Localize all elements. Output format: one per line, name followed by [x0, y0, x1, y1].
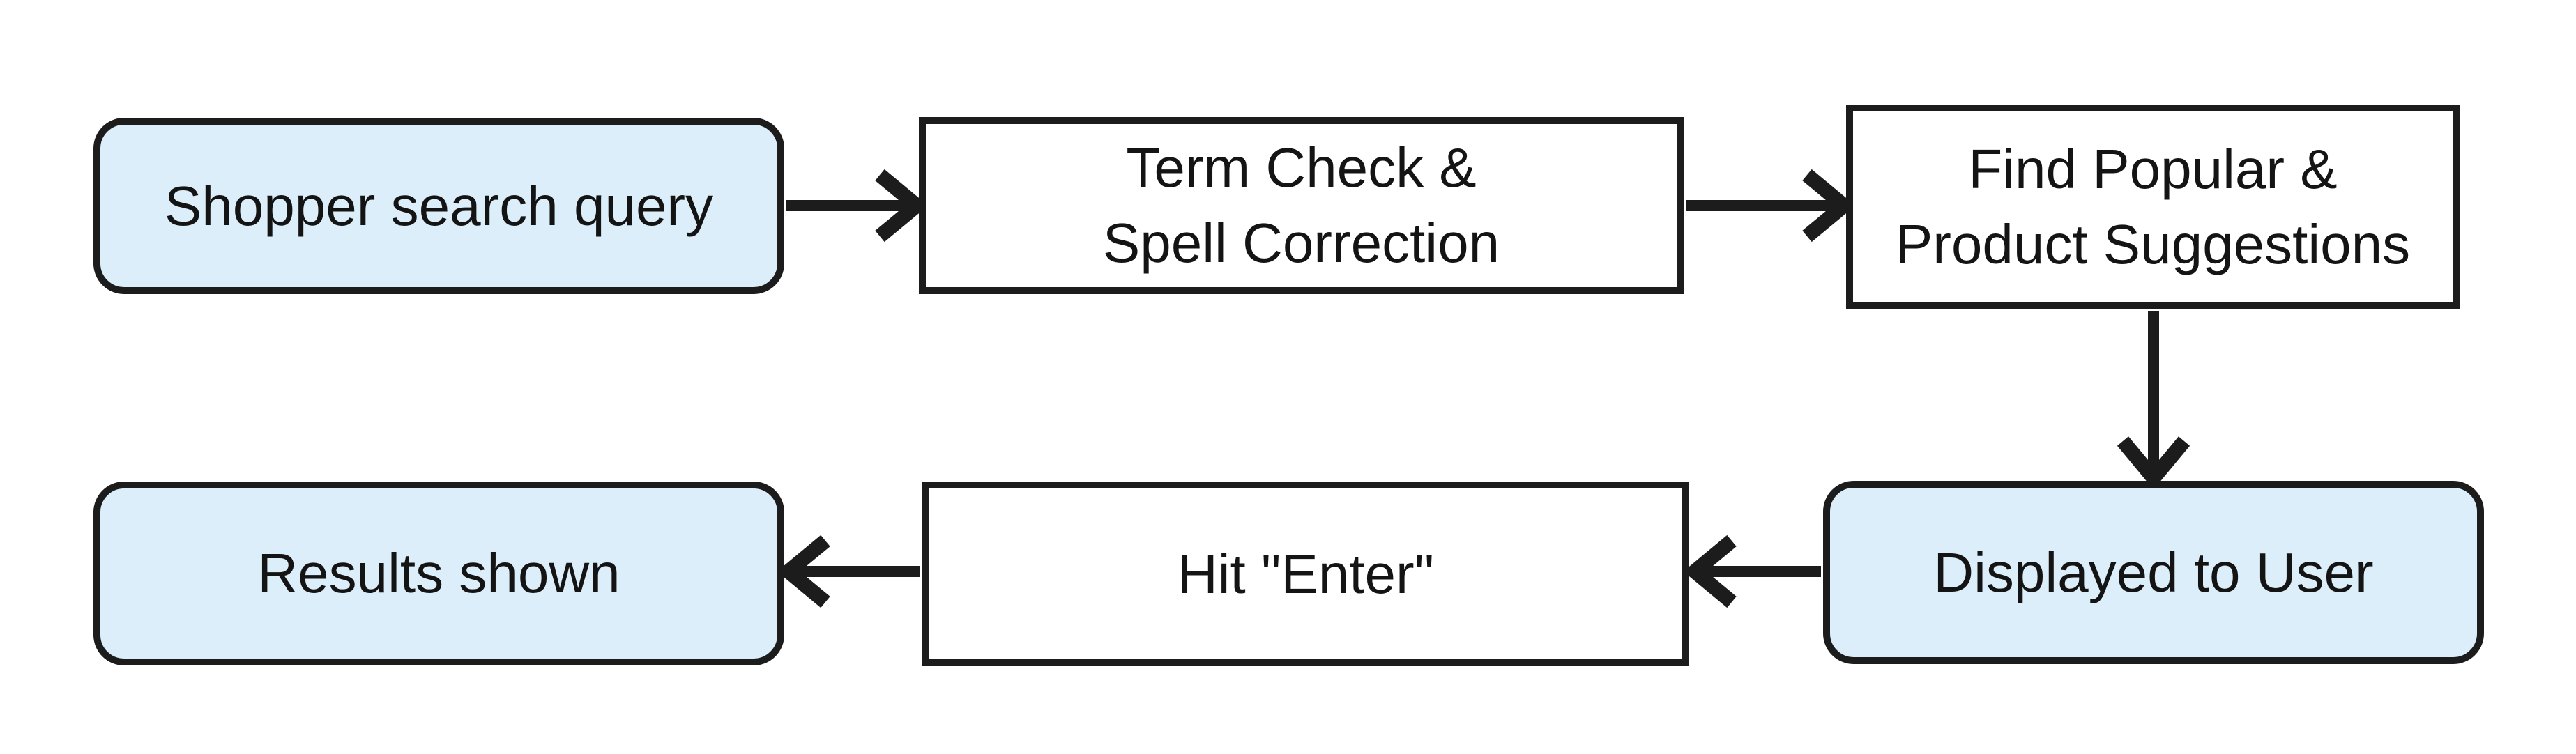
edge-displayed-to-hit-enter [1683, 534, 1821, 608]
node-hit-enter: Hit "Enter" [922, 482, 1689, 666]
edge-hit-enter-to-results [777, 534, 920, 608]
node-label: Hit "Enter" [1177, 542, 1434, 605]
node-label: Results shown [257, 542, 620, 604]
node-shopper-search-query: Shopper search query [93, 118, 784, 294]
arrowhead-right-icon [875, 169, 929, 243]
node-displayed-to-user: Displayed to User [1823, 481, 2484, 664]
node-results-shown: Results shown [93, 482, 784, 665]
arrowhead-left-icon [777, 534, 830, 608]
arrowhead-left-icon [1683, 534, 1737, 608]
arrowhead-down-icon [2117, 436, 2190, 490]
arrowhead-right-icon [1802, 169, 1856, 243]
node-term-check-spell-correction: Term Check & Spell Correction [919, 117, 1684, 294]
node-label: Shopper search query [164, 174, 714, 237]
node-label: Term Check & Spell Correction [1102, 137, 1500, 274]
node-label: Displayed to User [1933, 541, 2374, 603]
edge-term-check-to-find-popular [1686, 169, 1856, 243]
node-label: Find Popular & Product Suggestions [1895, 137, 2411, 275]
edge-find-popular-to-displayed [2117, 311, 2190, 490]
edge-shopper-to-term-check [786, 169, 929, 243]
node-find-popular-product-suggestions: Find Popular & Product Suggestions [1846, 105, 2460, 309]
